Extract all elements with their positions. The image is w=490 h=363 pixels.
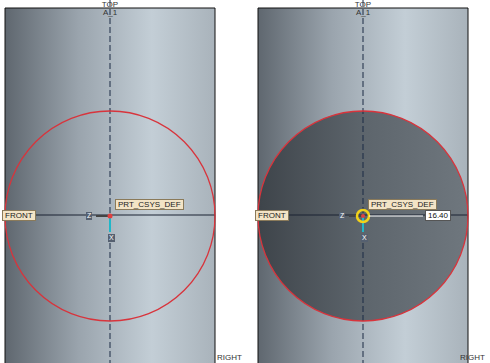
sketch-circle (5, 111, 215, 321)
axis-letter: Z (86, 212, 92, 220)
datum-tag: FRONT (2, 210, 36, 221)
csys-tag: PRT_CSYS_DEF (368, 199, 437, 210)
datum-name: TOP (102, 0, 118, 9)
csys-origin (361, 214, 365, 218)
axis-line (110, 0, 111, 363)
axis-name: A_1 (103, 8, 117, 17)
left-view (5, 0, 215, 363)
dimension-value: 16.40 (425, 210, 451, 221)
axis-letter: X (361, 234, 368, 242)
datum-edge (5, 8, 6, 363)
datum-edge (215, 8, 216, 363)
csys-origin (108, 214, 113, 219)
datum-edge (468, 8, 469, 363)
axis-letter: Z (339, 212, 345, 220)
right-view (258, 0, 468, 363)
datum-name: TOP (355, 0, 371, 9)
datum-tag: FRONT (255, 210, 289, 221)
datum-edge (258, 8, 259, 363)
axis-letter: X (108, 234, 115, 242)
datum-name: RIGHT (217, 353, 242, 362)
csys-axis (362, 216, 364, 232)
csys-tag: PRT_CSYS_DEF (115, 199, 184, 210)
dimension-line (369, 216, 423, 217)
axis-name: A_1 (356, 8, 370, 17)
datum-name: RIGHT (460, 353, 485, 362)
sketch-circle (258, 111, 468, 321)
selected-point (357, 210, 369, 222)
axis-line (363, 0, 364, 363)
